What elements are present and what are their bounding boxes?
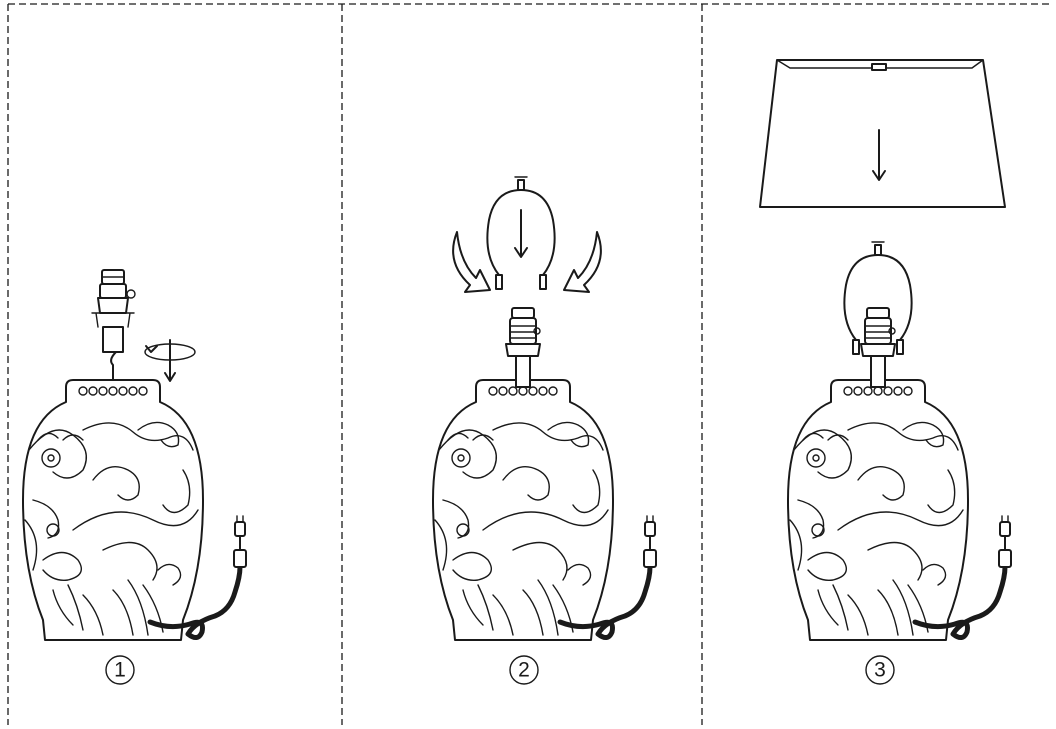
step-number-1: 1: [114, 659, 126, 682]
socket-icon: [861, 308, 895, 356]
rotate-arrow-icon: [145, 340, 195, 381]
step-number-3: 3: [874, 659, 886, 682]
neck-tube-icon: [871, 355, 885, 387]
lamp-base-icon: [23, 380, 203, 640]
lamp-base-icon: [788, 380, 968, 640]
lampshade-icon: [760, 60, 1005, 207]
down-arrow-icon: [515, 210, 527, 257]
squeeze-arrow-left-icon: [453, 232, 490, 292]
squeeze-arrow-right-icon: [564, 232, 601, 292]
step-number-2: 2: [518, 659, 530, 682]
wire-icon: [111, 352, 116, 380]
step-3-panel: 3: [760, 60, 1011, 684]
step-1-panel: 1: [23, 270, 246, 684]
socket-assembly-icon: [92, 270, 135, 352]
socket-icon: [506, 308, 540, 356]
neck-tube-icon: [516, 355, 530, 387]
lamp-base-icon: [433, 380, 613, 640]
step-2-panel: 2: [433, 177, 656, 684]
